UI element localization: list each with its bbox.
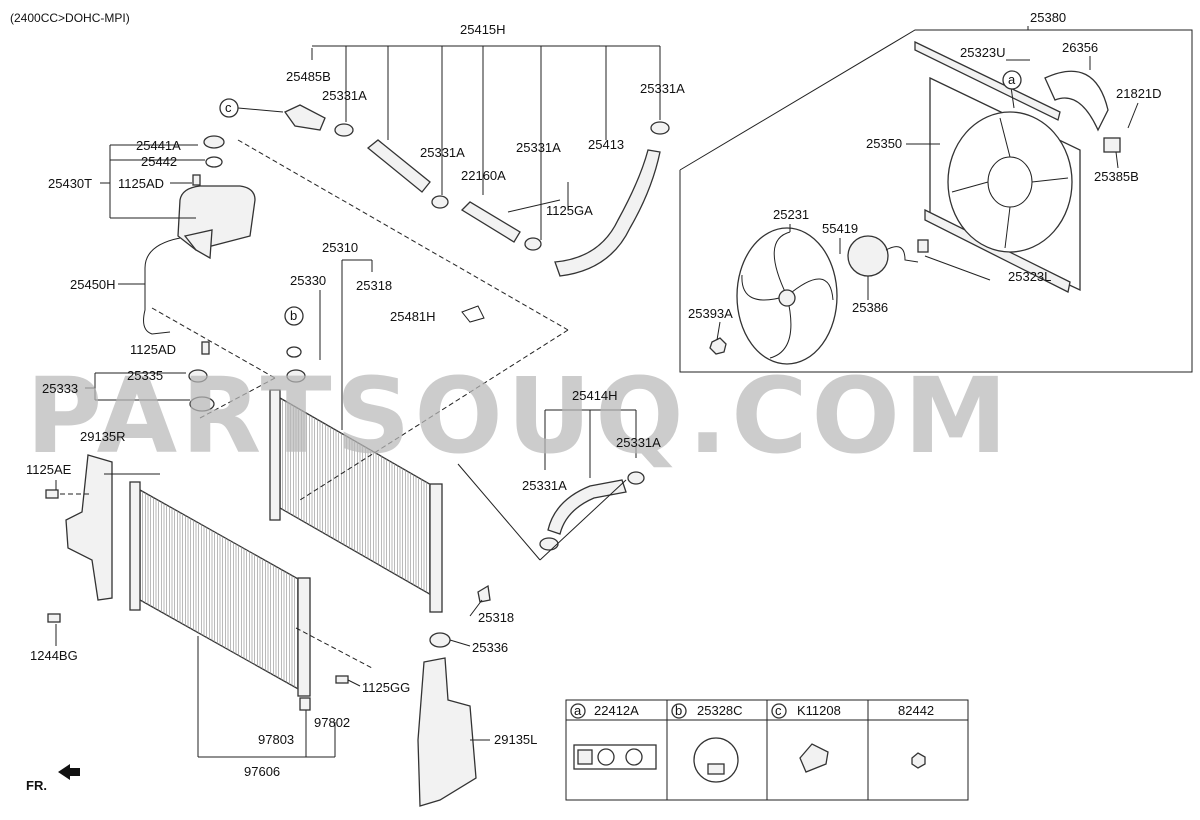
part-label: 25331A (420, 145, 465, 160)
svg-text:82442: 82442 (898, 703, 934, 718)
part-label: 25414H (572, 388, 618, 403)
callout-c: c (219, 98, 239, 118)
part-label: 25231 (773, 207, 809, 222)
part-label: 97606 (244, 764, 280, 779)
part-label: 25331A (516, 140, 561, 155)
part-label: 25335 (127, 368, 163, 383)
part-label: 1125AE (26, 462, 72, 477)
svg-text:a: a (1008, 72, 1016, 87)
coolant-reservoir (100, 135, 256, 335)
part-label: 26356 (1062, 40, 1098, 55)
part-label: 25318 (356, 278, 392, 293)
engine-spec-label: (2400CC>DOHC-MPI) (10, 11, 130, 25)
svg-text:a: a (574, 703, 582, 718)
part-label: 25330 (290, 273, 326, 288)
part-label: 25415H (460, 22, 506, 37)
part-label: 22160A (461, 168, 506, 183)
part-label: 25485B (286, 69, 331, 84)
part-label: 25331A (640, 81, 685, 96)
part-label: 25386 (852, 300, 888, 315)
part-label: 1125GA (546, 203, 593, 218)
part-label: 25450H (70, 277, 116, 292)
part-label: 25350 (866, 136, 902, 151)
part-label: 25331A (322, 88, 367, 103)
legend-cell-b: b 25328C (671, 703, 743, 783)
svg-text:25328C: 25328C (697, 703, 743, 718)
part-label: 1125GG (362, 680, 410, 695)
part-label: 25323L (1008, 269, 1051, 284)
side-air-guards (45, 454, 477, 807)
svg-text:22412A: 22412A (594, 703, 639, 718)
condenser (129, 481, 373, 758)
hose-pipe-group (237, 45, 670, 277)
part-label: 97802 (314, 715, 350, 730)
svg-text:b: b (290, 308, 297, 323)
part-label: 97803 (258, 732, 294, 747)
legend-cell-c: c K11208 (771, 703, 841, 773)
part-label: 55419 (822, 221, 858, 236)
part-label: 25380 (1030, 10, 1066, 25)
legend-table: a 22412A b 25328C c K11208 82442 (565, 699, 969, 801)
svg-text:K11208: K11208 (797, 703, 841, 718)
part-label: 21821D (1116, 86, 1162, 101)
part-label: 25481H (390, 309, 436, 324)
leader-lines (55, 56, 1139, 741)
part-label: 25385B (1094, 169, 1139, 184)
legend-cell-d: 82442 (898, 703, 934, 769)
part-label: 25333 (42, 381, 78, 396)
part-label: 29135L (494, 732, 537, 747)
part-label: 25413 (588, 137, 624, 152)
part-label: 25336 (472, 640, 508, 655)
lower-hose (457, 409, 645, 561)
radiator (237, 139, 569, 648)
part-label: 25331A (522, 478, 567, 493)
watermark: PARTSOUQ.COM (26, 355, 1011, 477)
callout-b: b (284, 306, 304, 326)
part-labels: 25380 25415H 25485B 25331A 25331A 25331A… (26, 10, 1162, 779)
part-label: 25318 (478, 610, 514, 625)
part-label: 25331A (616, 435, 661, 450)
part-label: 25441A (136, 138, 181, 153)
part-label: 1125AD (130, 342, 176, 357)
front-direction-marker: FR. (26, 764, 80, 793)
bracket-group (85, 307, 276, 419)
svg-text:c: c (775, 703, 782, 718)
fan-shroud-assembly (679, 26, 1193, 373)
arrow-icon (58, 764, 80, 780)
front-direction-label: FR. (26, 778, 47, 793)
svg-text:c: c (225, 100, 232, 115)
part-label: 1125AD (118, 176, 164, 191)
part-label: 1244BG (30, 648, 78, 663)
callout-a: a (1002, 70, 1022, 90)
part-label: 29135R (80, 429, 126, 444)
part-label: 25442 (141, 154, 177, 169)
part-label: 25393A (688, 306, 733, 321)
part-label: 25310 (322, 240, 358, 255)
part-label: 25323U (960, 45, 1006, 60)
svg-text:b: b (675, 703, 682, 718)
legend-cell-a: a 22412A (570, 703, 657, 770)
part-label: 25430T (48, 176, 92, 191)
